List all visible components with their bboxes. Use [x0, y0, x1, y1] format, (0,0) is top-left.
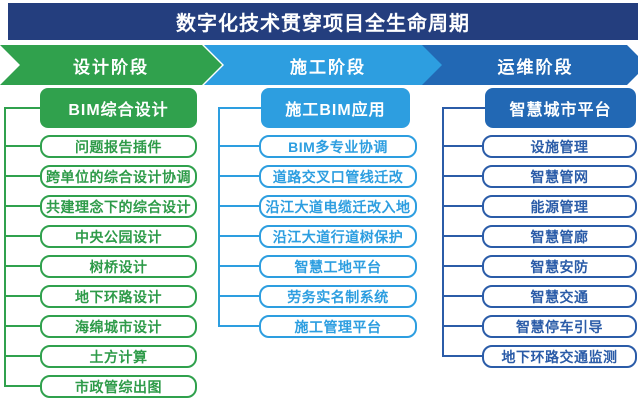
connector-branch	[4, 385, 40, 387]
connector-branch	[442, 107, 485, 109]
node-item: 设施管理	[482, 135, 637, 158]
connector-branch	[218, 235, 259, 237]
connector-branch	[442, 265, 482, 267]
connector-branch	[4, 265, 40, 267]
connector-trunk-construction	[218, 107, 220, 327]
node-item: 地下环路设计	[40, 285, 197, 308]
connector-branch	[218, 265, 259, 267]
phase-arrow-construction: 施工阶段	[204, 45, 442, 85]
connector-branch	[4, 205, 40, 207]
diagram-title: 数字化技术贯穿项目全生命周期	[8, 3, 638, 40]
connector-branch	[218, 145, 259, 147]
phase-arrow-operations: 运维阶段	[414, 45, 638, 85]
column-header-bim-design: BIM综合设计	[40, 88, 197, 128]
node-item: 智慧工地平台	[259, 255, 417, 278]
node-item: BIM多专业协调	[259, 135, 417, 158]
column-header-construction-bim: 施工BIM应用	[261, 88, 410, 128]
node-item: 智慧交通	[482, 285, 637, 308]
connector-branch	[4, 325, 40, 327]
connector-branch	[442, 145, 482, 147]
connector-branch	[4, 107, 41, 109]
column-operations-items: 设施管理 智慧管网 能源管理 智慧管廊 智慧安防 智慧交通 智慧停车引导 地下环…	[482, 135, 637, 375]
node-item: 跨单位的综合设计协调	[40, 165, 197, 188]
connector-branch	[442, 175, 482, 177]
connector-branch	[218, 107, 261, 109]
node-item: 施工管理平台	[259, 315, 417, 338]
node-item: 地下环路交通监测	[482, 345, 637, 368]
connector-branch	[442, 235, 482, 237]
connector-branch	[218, 325, 259, 327]
node-item: 沿江大道电缆迁改入地	[259, 195, 417, 218]
node-item: 智慧安防	[482, 255, 637, 278]
node-item: 共建理念下的综合设计	[40, 195, 197, 218]
node-item: 市政管综出图	[40, 375, 197, 398]
node-item: 海绵城市设计	[40, 315, 197, 338]
node-item: 树桥设计	[40, 255, 197, 278]
column-design-items: 问题报告插件 跨单位的综合设计协调 共建理念下的综合设计 中央公园设计 树桥设计…	[40, 135, 197, 405]
column-header-smart-city: 智慧城市平台	[485, 88, 636, 128]
connector-branch	[218, 205, 259, 207]
connector-branch	[442, 355, 482, 357]
node-item: 智慧管网	[482, 165, 637, 188]
connector-trunk-design	[4, 107, 6, 387]
node-item: 能源管理	[482, 195, 637, 218]
phase-arrow-design: 设计阶段	[0, 45, 222, 85]
connector-branch	[4, 235, 40, 237]
node-item: 道路交叉口管线迁改	[259, 165, 417, 188]
connector-branch	[4, 145, 40, 147]
connector-branch	[4, 355, 40, 357]
connector-trunk-operations	[442, 107, 444, 357]
node-item: 中央公园设计	[40, 225, 197, 248]
connector-branch	[442, 325, 482, 327]
connector-branch	[4, 295, 40, 297]
connector-branch	[218, 295, 259, 297]
node-item: 智慧管廊	[482, 225, 637, 248]
node-item: 沿江大道行道树保护	[259, 225, 417, 248]
node-item: 智慧停车引导	[482, 315, 637, 338]
node-item: 土方计算	[40, 345, 197, 368]
connector-branch	[218, 175, 259, 177]
node-item: 问题报告插件	[40, 135, 197, 158]
node-item: 劳务实名制系统	[259, 285, 417, 308]
connector-branch	[442, 205, 482, 207]
connector-branch	[442, 295, 482, 297]
connector-branch	[4, 175, 40, 177]
column-construction-items: BIM多专业协调 道路交叉口管线迁改 沿江大道电缆迁改入地 沿江大道行道树保护 …	[259, 135, 417, 345]
